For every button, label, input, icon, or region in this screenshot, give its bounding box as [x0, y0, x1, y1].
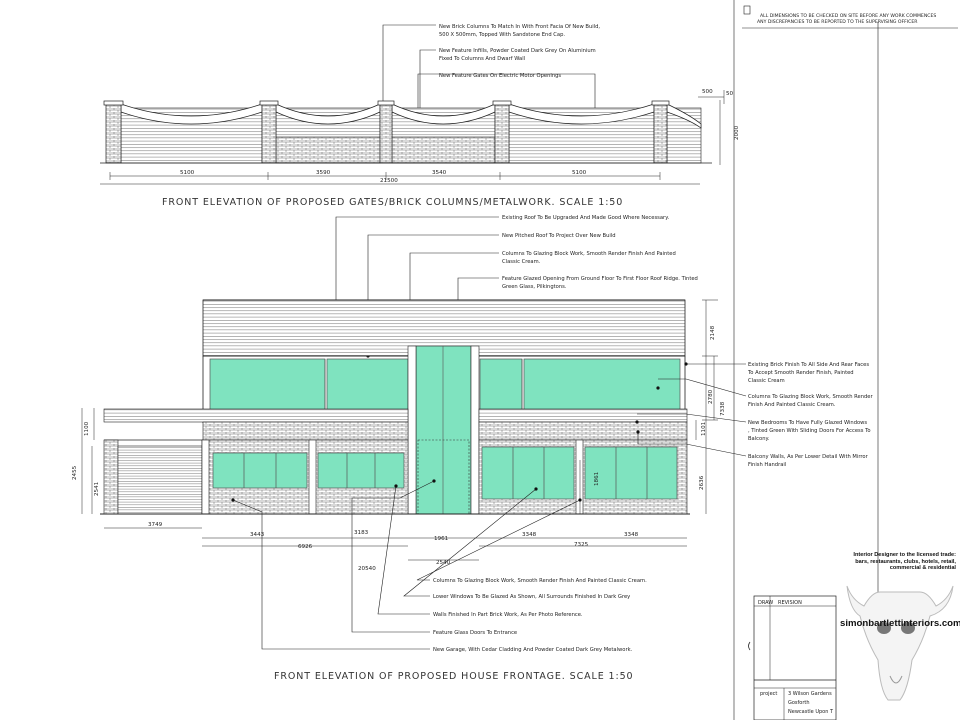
house-bottom-note-4: Feature Glass Doors To Entrance — [433, 630, 517, 636]
gates-bay-5 — [666, 107, 702, 164]
tagline-line-3: commercial & residential — [889, 565, 956, 572]
title-block: ALL DIMENSIONS TO BE CHECKED ON SITE BEF… — [733, 0, 958, 720]
tb-project-line-3: Newcastle Upon T — [788, 709, 834, 715]
house-note-columns-1: Columns To Glazing Block Work, Smooth Re… — [502, 251, 676, 257]
dim-h-2636: 2636 — [699, 475, 705, 490]
gates-note-3: New Feature Infills, Powder Coated Dark … — [439, 48, 596, 54]
tb-col-draw: DRAW — [758, 600, 773, 606]
brand-website[interactable]: simonbartlettinteriors.com — [840, 618, 960, 629]
gates-title: FRONT ELEVATION OF PROPOSED GATES/BRICK … — [162, 197, 623, 208]
dim-h-1101: 1101 — [701, 421, 707, 436]
house-right-note-1: Existing Brick Finish To All Side And Re… — [748, 362, 869, 368]
house-left-dims — [81, 408, 95, 514]
dim-h-total: 2148 — [710, 325, 716, 340]
dim-w-2540: 2540 — [436, 560, 451, 566]
dim-h-2455: 2455 — [72, 465, 78, 480]
dim-h-1100: 1100 — [84, 421, 90, 436]
tb-project-line-2: Gosforth — [788, 700, 810, 706]
house-right-note-6: New Bedrooms To Have Fully Glazed Window… — [748, 420, 867, 426]
gates-dim-overall: 21500 — [380, 178, 398, 184]
house-bottom-leaders — [232, 480, 581, 650]
tagline-line-2: bars, restaurants, clubs, hotels, retail… — [855, 558, 956, 565]
house-bottom-note-3: Walls Finished In Part Brick Work, As Pe… — [433, 612, 583, 618]
house-right-note-8: Balcony. — [748, 436, 770, 442]
house-note-columns-2: Classic Cream. — [502, 259, 541, 265]
balcony-wall-left — [202, 421, 409, 441]
gates-note-4: Fixed To Columns And Dwarf Wall — [439, 56, 525, 62]
gates-note-5: New Feature Gates On Electric Motor Open… — [439, 73, 561, 79]
lower-windows — [212, 446, 678, 500]
house-right-leaders — [637, 363, 747, 457]
column-right-of-feature — [470, 345, 480, 515]
house-right-note-3: Classic Cream — [748, 378, 785, 384]
house-elevation: Existing Roof To Be Upgraded And Made Go… — [72, 215, 873, 682]
dim-w-3348a: 3348 — [522, 532, 537, 538]
dim-w-1961: 1961 — [434, 536, 449, 542]
dim-h-7338: 7338 — [720, 401, 726, 416]
house-title: FRONT ELEVATION OF PROPOSED HOUSE FRONTA… — [274, 671, 633, 682]
gates-dim-bay3: 3540 — [432, 170, 447, 176]
dim-w-3348b: 3348 — [624, 532, 639, 538]
house-bottom-dims — [104, 460, 687, 561]
tb-project-line-1: 3 Wilson Gardens — [788, 691, 832, 697]
dim-w-3749: 3749 — [148, 522, 163, 528]
house-right-note-9: Balcony Walls, As Per Lower Detail With … — [748, 454, 869, 460]
garage-column-left — [103, 439, 119, 515]
gates-dwarf-wall-2 — [391, 136, 496, 164]
ground-column-a — [201, 439, 210, 515]
gates-dim-colw: 500 — [702, 89, 713, 95]
gates-dim-bay2: 3590 — [316, 170, 331, 176]
disclaimer-line-1: ALL DIMENSIONS TO BE CHECKED ON SITE BEF… — [760, 13, 936, 19]
house-bottom-note-2: Lower Windows To Be Glazed As Shown, All… — [433, 594, 630, 600]
gates-dim-lines — [100, 90, 725, 185]
house-right-note-10: Finish Handrail — [748, 462, 786, 468]
tb-project-label: project — [760, 691, 777, 697]
tagline-line-1: Interior Designer to the licensed trade: — [853, 552, 956, 558]
house-right-dims — [695, 299, 718, 514]
gates-note-2: 500 X 500mm, Topped With Sandstone End C… — [439, 32, 565, 38]
gates-note-1: New Brick Columns To Match In With Front… — [439, 24, 600, 30]
balcony-rail-right — [478, 408, 688, 423]
gates-columns — [103, 100, 670, 164]
ground-column-b — [308, 439, 317, 515]
tb-col-revision: REVISION — [778, 600, 802, 606]
house-right-note-5: Finish And Painted Classic Cream. — [748, 402, 836, 408]
dim-w-6926: 6926 — [298, 544, 313, 550]
gates-dim-bay1: 5100 — [180, 170, 195, 176]
house-bottom-note-5: New Garage, With Cedar Cladding And Powd… — [433, 647, 633, 653]
house-right-note-2: To Accept Smooth Render Finish, Painted — [747, 370, 854, 376]
dim-w-3443: 3443 — [250, 532, 265, 538]
column-left-of-feature — [407, 345, 417, 515]
gates-dim-colh: 50 — [726, 91, 734, 97]
house-right-dots — [635, 362, 688, 434]
ground-column-c — [575, 439, 584, 515]
dim-h-2541: 2541 — [94, 481, 100, 496]
dim-w-1861: 1861 — [594, 471, 600, 486]
garage-door — [117, 445, 203, 515]
bull-skull-logo — [846, 585, 954, 701]
gates-elevation: New Brick Columns To Match In With Front… — [100, 24, 740, 208]
house-right-note-7: , Tinted Green With Sliding Doors For Ac… — [748, 428, 871, 434]
balcony-rail-left — [103, 408, 409, 423]
gates-curves — [120, 103, 702, 129]
house-note-roof: Existing Roof To Be Upgraded And Made Go… — [502, 215, 670, 221]
dim-w-20540: 20540 — [358, 566, 376, 572]
gates-dwarf-wall — [275, 136, 381, 164]
dim-w-3183: 3183 — [354, 530, 369, 536]
house-note-pitched: New Pitched Roof To Project Over New Bui… — [502, 233, 616, 239]
balcony-wall-right — [478, 421, 688, 441]
house-bottom-dots — [231, 479, 582, 502]
gates-dim-bay4: 5100 — [572, 170, 587, 176]
disclaimer-line-2: ANY DISCREPANCIES TO BE REPORTED TO THE … — [757, 19, 918, 25]
house-right-note-4: Columns To Glazing Block Work, Smooth Re… — [748, 394, 873, 400]
house-note-feature-1: Feature Glazed Opening From Ground Floor… — [502, 276, 698, 282]
branding-tagline: Interior Designer to the licensed trade:… — [828, 552, 956, 572]
house-note-feature-2: Green Glass, Pilkingtons. — [502, 284, 567, 290]
dim-w-7325: 7325 — [574, 542, 589, 548]
feature-glazed-opening — [415, 345, 472, 515]
house-bottom-note-1: Columns To Glazing Block Work, Smooth Re… — [433, 578, 647, 584]
dim-h-2780: 2780 — [708, 389, 714, 404]
gates-dim-height: 2000 — [734, 125, 740, 140]
